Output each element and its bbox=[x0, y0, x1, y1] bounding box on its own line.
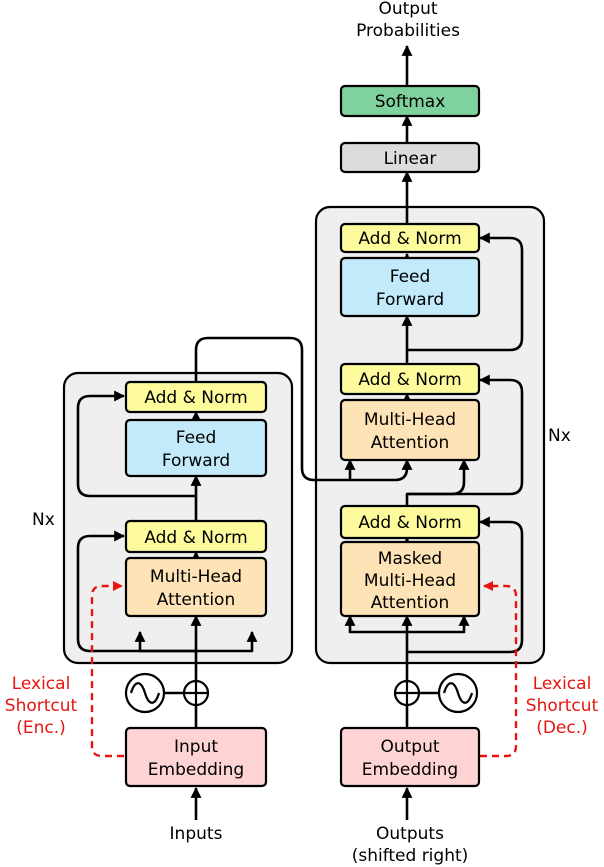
encoder-attention-label-1: Multi-Head bbox=[150, 567, 242, 587]
decoder-add-norm-mid bbox=[339, 362, 481, 396]
softmax-label: Softmax bbox=[375, 92, 446, 112]
decoder-shortcut-label-2: Shortcut bbox=[526, 696, 599, 716]
decoder-cross-attention-label-2: Attention bbox=[371, 433, 449, 453]
output-probabilities-label-1: Output bbox=[378, 0, 437, 19]
decoder-cross-attention-label-1: Multi-Head bbox=[364, 410, 456, 430]
encoder-shortcut-label-2: Shortcut bbox=[5, 696, 78, 716]
decoder-shortcut-label-3: (Dec.) bbox=[536, 718, 588, 738]
input-embedding-label-1: Input bbox=[174, 737, 218, 757]
input-embedding bbox=[124, 726, 268, 788]
outputs-label-2: (shifted right) bbox=[352, 846, 469, 866]
output-embedding bbox=[339, 726, 481, 788]
decoder-add-norm-top bbox=[339, 222, 481, 254]
encoder-add-norm-top-label: Add & Norm bbox=[144, 388, 247, 408]
encoder-add-norm-bottom-label: Add & Norm bbox=[144, 528, 247, 548]
decoder-add-norm-bottom bbox=[339, 504, 481, 540]
encoder-feed-forward-label-2: Forward bbox=[162, 451, 230, 471]
decoder-masked-attention bbox=[339, 540, 481, 618]
encoder-add-norm-bottom bbox=[124, 519, 268, 554]
inputs-label: Inputs bbox=[170, 824, 223, 844]
decoder-add-norm-bottom-label: Add & Norm bbox=[358, 513, 461, 533]
decoder-shortcut-label-1: Lexical bbox=[533, 674, 592, 694]
decoder-cross-attention bbox=[339, 398, 481, 462]
decoder-feed-forward bbox=[339, 256, 481, 318]
decoder-add-norm-top-label: Add & Norm bbox=[358, 229, 461, 249]
decoder-masked-attention-label-1: Masked bbox=[378, 549, 442, 569]
decoder-masked-attention-label-3: Attention bbox=[371, 593, 449, 613]
linear-label: Linear bbox=[384, 149, 437, 169]
encoder-shortcut-label-3: (Enc.) bbox=[16, 718, 66, 738]
decoder-add-norm-mid-label: Add & Norm bbox=[358, 370, 461, 390]
encoder-add-norm-top bbox=[124, 380, 268, 414]
encoder-stack bbox=[62, 371, 294, 665]
linear-box bbox=[339, 141, 481, 174]
encoder-attention-label-2: Attention bbox=[157, 590, 235, 610]
encoder-feed-forward-label-1: Feed bbox=[176, 428, 217, 448]
encoder-nx-label: Nx bbox=[32, 510, 55, 530]
softmax-box bbox=[339, 84, 481, 118]
encoder-feed-forward bbox=[124, 418, 268, 478]
encoder-multi-head-attention bbox=[124, 556, 268, 618]
output-embedding-label-2: Embedding bbox=[362, 760, 458, 780]
decoder-feed-forward-label-2: Forward bbox=[376, 290, 444, 310]
outputs-label-1: Outputs bbox=[376, 824, 444, 844]
input-embedding-label-2: Embedding bbox=[148, 760, 244, 780]
decoder-nx-label: Nx bbox=[548, 426, 571, 446]
output-embedding-label-1: Output bbox=[380, 737, 439, 757]
output-probabilities-label-2: Probabilities bbox=[356, 21, 460, 41]
decoder-masked-attention-label-2: Multi-Head bbox=[364, 571, 456, 591]
encoder-shortcut-label-1: Lexical bbox=[12, 674, 71, 694]
decoder-feed-forward-label-1: Feed bbox=[390, 267, 431, 287]
